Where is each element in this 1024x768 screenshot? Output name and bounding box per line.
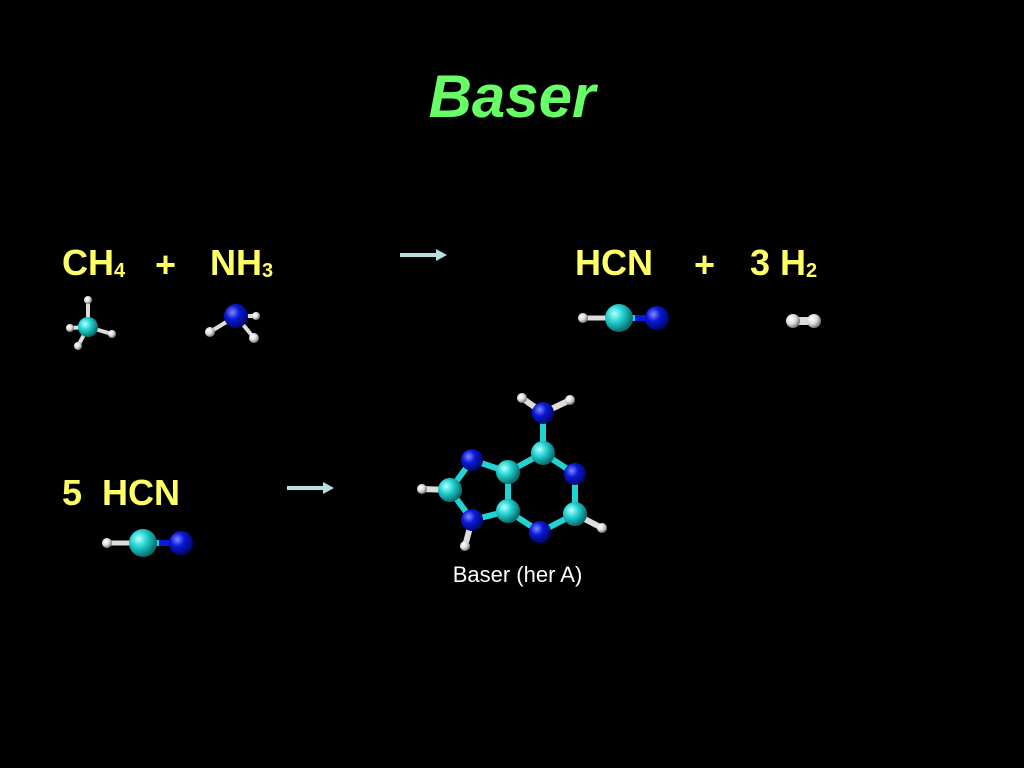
formula-ch4-text: CH (62, 242, 114, 283)
formula-h2: 3 H2 (750, 243, 817, 289)
formula-ch4: CH4 (62, 243, 125, 289)
formula-5-hcn: 5 HCN (62, 472, 181, 513)
adenine-molecule-icon (417, 393, 607, 551)
plus-sign-2: + (694, 244, 716, 285)
reaction-arrow-icon (400, 249, 447, 261)
formula-h2-text: 3 H (750, 242, 807, 283)
formula-hcn: HCN (575, 242, 653, 283)
molecule-caption: Baser (her A) (452, 562, 583, 587)
plus-sign-1: + (155, 244, 177, 285)
formula-nh3-sub: 3 (262, 260, 274, 282)
hydrogen-molecule-icon (786, 314, 821, 328)
formula-ch4-sub: 4 (114, 260, 126, 282)
hcn-molecule-icon (102, 529, 193, 557)
hcn-molecule-icon (578, 304, 669, 332)
methane-molecule-icon (66, 296, 116, 350)
slide-title: Baser (428, 63, 596, 130)
formula-h2-sub: 2 (806, 260, 818, 282)
ammonia-molecule-icon (205, 304, 260, 343)
reaction-arrow-icon (287, 482, 334, 494)
formula-nh3: NH3 (210, 243, 273, 289)
formula-nh3-text: NH (210, 242, 262, 283)
